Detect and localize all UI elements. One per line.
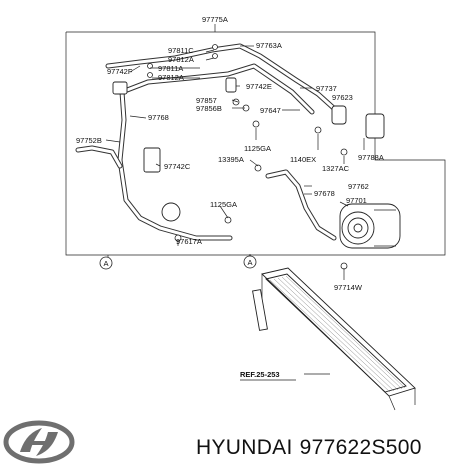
label-97714W: 97714W bbox=[334, 283, 363, 292]
label-97617A: 97617A bbox=[176, 237, 202, 246]
label-97856B: 97856B bbox=[196, 104, 222, 113]
label-97763A: 97763A bbox=[256, 41, 282, 50]
label-97678: 97678 bbox=[314, 189, 335, 198]
label-97775A: 97775A bbox=[202, 15, 228, 24]
label-97812A-top: 97812A bbox=[168, 55, 194, 64]
label-97811A: 97811A bbox=[158, 64, 183, 73]
svg-text:REF.25-253: REF.25-253 bbox=[240, 370, 280, 379]
part-caption: HYUNDAI 977622S500 bbox=[196, 436, 422, 460]
label-97701: 97701 bbox=[346, 196, 367, 205]
label-97623: 97623 bbox=[332, 93, 353, 102]
brand-name: HYUNDAI bbox=[196, 436, 293, 459]
marker-a-right: A bbox=[243, 255, 257, 269]
label-97811C: 97811C bbox=[168, 46, 194, 55]
label-97812A-mid: 97812A bbox=[158, 73, 184, 82]
marker-a-left: A bbox=[99, 256, 113, 270]
hyundai-logo bbox=[3, 420, 75, 464]
label-97857: 97857 bbox=[196, 96, 217, 105]
condenser bbox=[252, 267, 416, 411]
label-97647: 97647 bbox=[260, 106, 281, 115]
leader-lines bbox=[105, 24, 365, 375]
label-13395A: 13395A bbox=[218, 155, 244, 164]
label-97737: 97737 bbox=[316, 84, 337, 93]
diagram-frame bbox=[65, 31, 446, 258]
label-1140EX: 1140EX bbox=[290, 155, 316, 164]
svg-text:A: A bbox=[247, 258, 252, 267]
label-97742F: 97742F bbox=[107, 67, 133, 76]
label-97742E: 97742E bbox=[246, 82, 272, 91]
label-97768: 97768 bbox=[148, 113, 169, 122]
label-97742C: 97742C bbox=[164, 162, 191, 171]
label-1327AC: 1327AC bbox=[322, 164, 350, 173]
label-1125GA-top: 1125GA bbox=[244, 144, 271, 153]
label-97788A: 97788A bbox=[358, 153, 384, 162]
hose-assembly bbox=[75, 43, 341, 241]
svg-text:A: A bbox=[103, 259, 108, 268]
label-97762: 97762 bbox=[348, 182, 369, 191]
label-97752B: 97752B bbox=[76, 136, 102, 145]
compressor bbox=[339, 203, 401, 249]
ref-label: REF.25-253 bbox=[240, 370, 296, 381]
label-1125GA-bottom: 1125GA bbox=[210, 200, 237, 209]
part-number: 977622S500 bbox=[299, 436, 422, 459]
